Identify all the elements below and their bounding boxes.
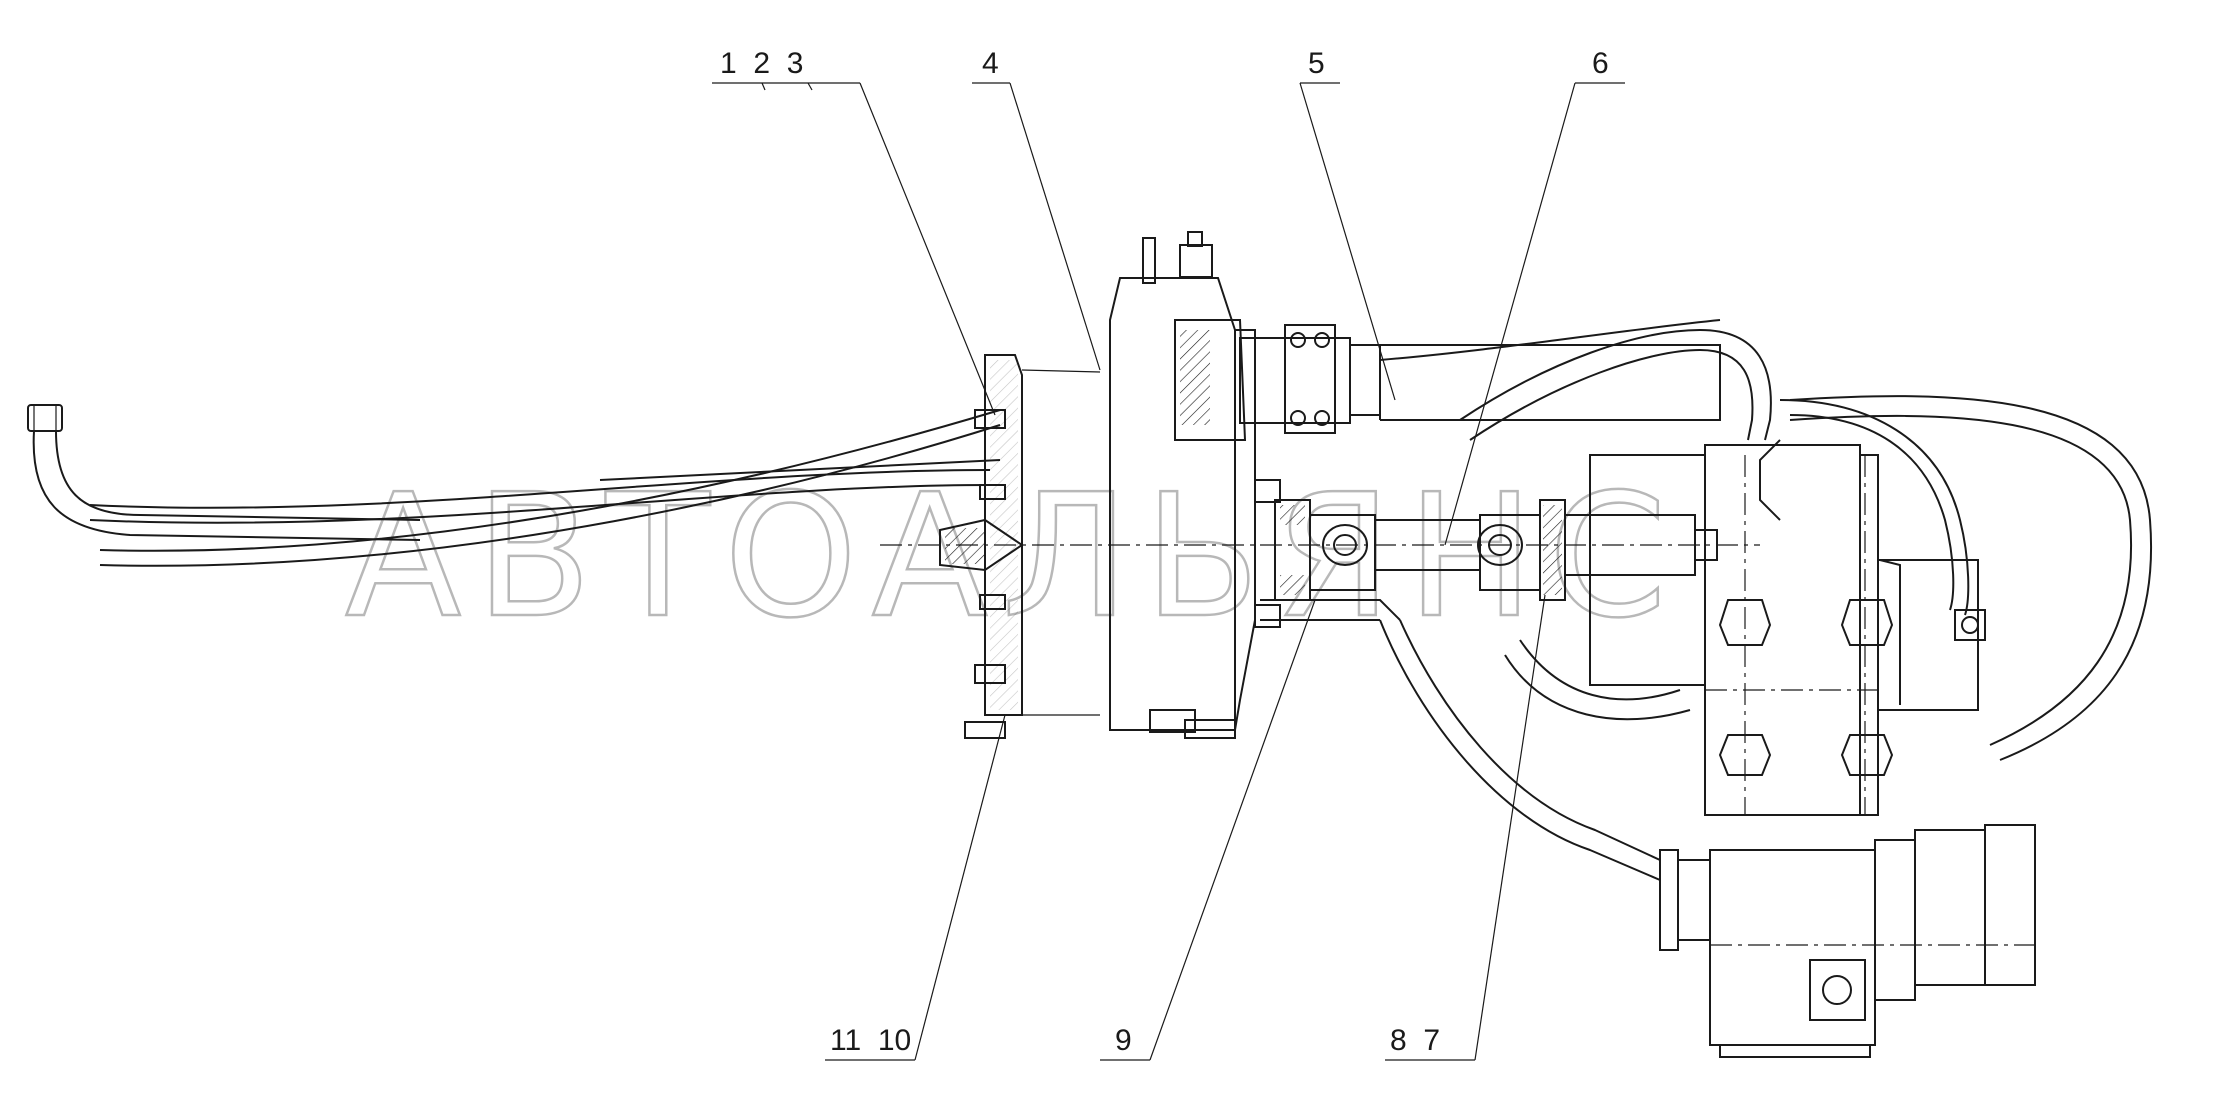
top-pump [1379, 319, 1721, 421]
lower-gearbox [1659, 824, 2036, 1058]
callout-5: 5 [1308, 47, 1325, 80]
cardan-coupling [1274, 499, 1718, 601]
hoses-right [1260, 328, 2153, 881]
callout-11-10: 11 10 [830, 1024, 911, 1057]
callout-6: 6 [1592, 47, 1609, 80]
callout-9: 9 [1115, 1024, 1132, 1057]
callout-8-7: 8 7 [1390, 1024, 1440, 1057]
callout-1-2-3: 1 2 3 [720, 47, 803, 80]
callout-4: 4 [982, 47, 999, 80]
pump-housing [1109, 231, 1381, 739]
flange-disc [939, 354, 1101, 739]
hoses-left [89, 409, 1001, 567]
inlet-pipe [27, 404, 421, 541]
leader-lines [712, 82, 1625, 1061]
distribution-gearbox [1589, 444, 1986, 816]
